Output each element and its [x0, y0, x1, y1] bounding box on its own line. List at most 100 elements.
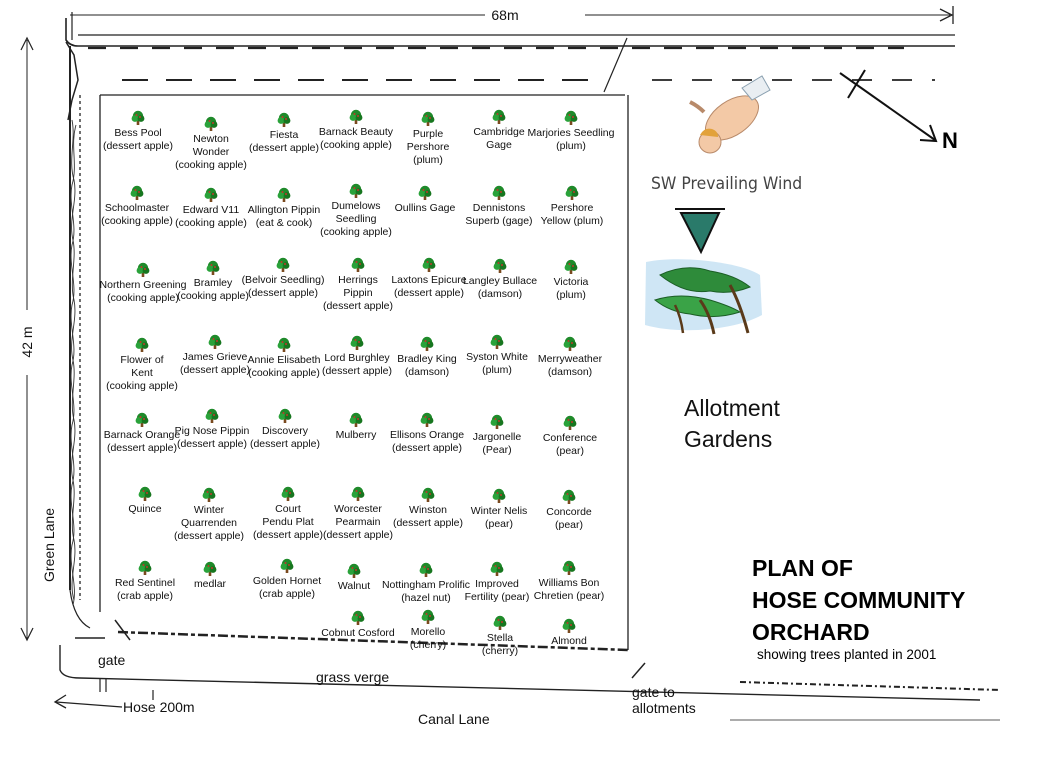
north-arrow [839, 69, 938, 143]
left-hedge [70, 119, 77, 606]
tree-36: Quince [128, 486, 162, 515]
tree-icon [419, 562, 433, 577]
tree-icon [278, 408, 292, 423]
tree-label-line: (cooking apple) [177, 290, 249, 302]
tree-icon [492, 488, 506, 503]
tree-label-line: Pershore [551, 202, 594, 214]
tree-label-line: (plum) [482, 364, 512, 376]
tree-label-line: Syston White [466, 351, 528, 363]
tree-label-line: Purple [413, 128, 444, 140]
tree-label: Victoria(plum) [554, 276, 589, 301]
tree-3: Fiesta(dessert apple) [249, 112, 319, 154]
tree-label-line: Nottingham Prolific [382, 579, 470, 591]
tree-label-line: Worcester [334, 503, 382, 515]
orchard-boundary [59, 37, 1001, 721]
tree-24: Annie Elisabeth(cooking apple) [248, 337, 321, 379]
tree-icon [349, 412, 363, 427]
tree-label-line: (pear) [556, 445, 584, 457]
tree-label-line: Red Sentinel [115, 577, 175, 589]
tree-label-line: Superb (gage) [465, 215, 532, 227]
tree-icon [490, 334, 504, 349]
tree-8: Schoolmaster(cooking apple) [101, 185, 173, 227]
tree-label-line: medlar [194, 578, 227, 590]
tree-label-line: Bradley King [397, 353, 457, 365]
tree-label: Merryweather(damson) [538, 353, 603, 378]
tree-label-line: Lord Burghley [324, 352, 390, 364]
tree-label: Marjories Seedling(plum) [528, 127, 615, 152]
tree-icon [563, 336, 577, 351]
tree-label-line: Allington Pippin [248, 204, 321, 216]
tree-icon [564, 110, 578, 125]
tree-label-line: Conference [543, 432, 597, 444]
wind-label: SW Prevailing Wind [651, 174, 803, 194]
north-label: N [942, 128, 958, 153]
hose-arrow [53, 694, 123, 709]
tree-label: Cobnut Cosford [321, 627, 395, 639]
tree-label-line: (damson) [405, 366, 449, 378]
height-label: 42 m [19, 326, 35, 357]
tree-label-line: Newton [193, 133, 229, 145]
tree-icon [349, 183, 363, 198]
tree-icon [277, 112, 291, 127]
tree-label-line: Discovery [262, 425, 309, 437]
tree-46: Walnut [338, 563, 370, 592]
tree-label: Morello(cherry) [410, 626, 446, 651]
tree-icon [281, 486, 295, 501]
tree-label: Fiesta(dessert apple) [249, 129, 319, 154]
tree-label: Quince [128, 503, 161, 515]
tree-30: Pig Nose Pippin(dessert apple) [175, 408, 250, 450]
tree-label-line: (dessert apple) [393, 517, 463, 529]
tree-icon [493, 258, 507, 273]
tree-label-line: Schoolmaster [105, 202, 170, 214]
tree-label: Barnack Orange(dessert apple) [104, 429, 181, 454]
tree-label-line: Laxtons Epicure [391, 274, 466, 286]
tree-icon [136, 262, 150, 277]
tree-icon [421, 111, 435, 126]
tree-label-line: James Grieve [183, 351, 248, 363]
tree-label-line: Court [275, 503, 301, 515]
tree-label-line: (dessert apple) [323, 300, 393, 312]
tree-label-line: (eat & cook) [256, 217, 313, 229]
allotment-line2: Gardens [684, 426, 773, 452]
tree-1: Bess Pool(dessert apple) [103, 110, 173, 152]
tree-icon [349, 109, 363, 124]
tree-label-line: (Pear) [482, 444, 511, 456]
tree-label-line: Jargonelle [473, 431, 522, 443]
tree-icon [564, 259, 578, 274]
tree-icon [490, 561, 504, 576]
tree-label: Oullins Gage [395, 202, 456, 214]
tree-label-line: Cambridge [473, 126, 525, 138]
tree-label-line: Winter [194, 504, 225, 516]
tree-icon [490, 414, 504, 429]
tree-21: Victoria(plum) [554, 259, 589, 301]
tree-icon [351, 610, 365, 625]
tree-51: Morello(cherry) [410, 609, 446, 651]
tree-label: Langley Bullace(damson) [463, 275, 537, 300]
tree-44: medlar [194, 561, 227, 590]
tree-icon [420, 412, 434, 427]
tree-label-line: (dessert apple) [323, 529, 393, 541]
tree-label-line: (plum) [556, 140, 586, 152]
tree-label: Lord Burghley(dessert apple) [322, 352, 392, 377]
tree-label: (Belvoir Seedling)(dessert apple) [242, 274, 325, 299]
tree-label-line: Quince [128, 503, 161, 515]
tree-label-line: (cherry) [410, 639, 446, 651]
tree-label-line: Kent [131, 367, 153, 379]
tree-label-line: Golden Hornet [253, 575, 321, 587]
tree-icon [276, 257, 290, 272]
tree-label-line: Flower of [120, 354, 163, 366]
grass-verge-label: grass verge [316, 669, 390, 685]
tree-label: Syston White(plum) [466, 351, 528, 376]
tree-label-line: Pig Nose Pippin [175, 425, 250, 437]
tree-label-line: Concorde [546, 506, 592, 518]
tree-icon [350, 335, 364, 350]
